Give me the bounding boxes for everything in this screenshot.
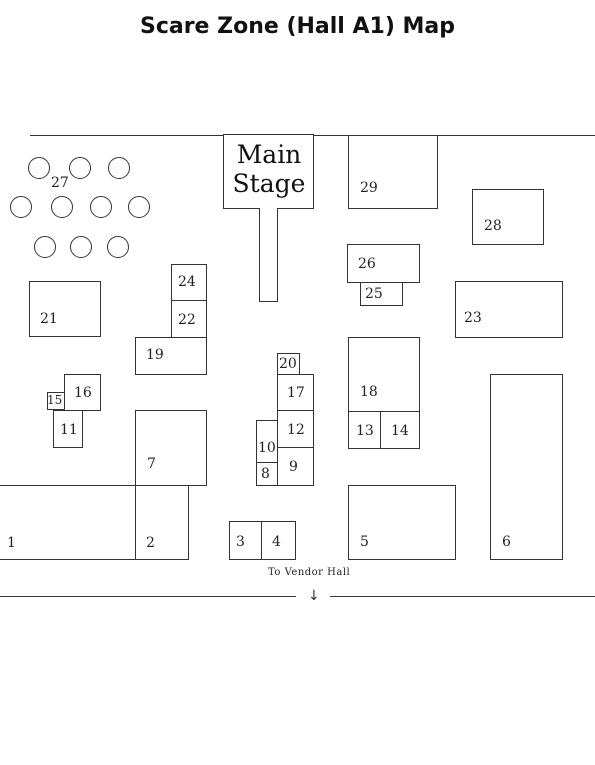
main-stage[interactable] [223,134,314,209]
booth-22-label: 22 [178,312,196,328]
booth-9-label: 9 [289,459,298,475]
table-circle [70,236,92,258]
table-circle [34,236,56,258]
booth-6[interactable] [490,374,563,560]
booth-8[interactable] [256,462,278,486]
booth-15[interactable] [47,392,65,410]
table-circle [107,236,129,258]
booth-14[interactable] [380,411,420,449]
booth-21-label: 21 [40,311,58,327]
booth-7[interactable] [135,410,207,486]
booth-27-label: 27 [51,175,69,191]
booth-13-label: 13 [356,423,374,439]
map-title: Scare Zone (Hall A1) Map [139,14,456,39]
booth-5[interactable] [348,485,456,560]
booth-25[interactable] [360,282,403,306]
booth-26-label: 26 [358,256,376,272]
booth-5-label: 5 [360,534,369,550]
table-circle [51,196,73,218]
arrow-down-icon: ↓ [308,588,320,604]
table-circle [90,196,112,218]
booth-18-label: 18 [360,384,378,400]
booth-25-label: 25 [365,286,383,302]
booth-20-label: 20 [279,356,297,372]
table-circle [28,157,50,179]
booth-24-label: 24 [178,274,196,290]
booth-29[interactable] [348,135,438,209]
main-stage-runway [259,208,278,302]
booth-15-label: 15 [47,393,63,407]
booth-19[interactable] [135,337,207,375]
booth-4-label: 4 [272,534,281,550]
table-circle [69,157,91,179]
table-circle [108,157,130,179]
table-circle [128,196,150,218]
booth-3[interactable] [229,521,262,560]
main-stage-label: Main Stage [232,140,306,198]
booth-22[interactable] [171,300,207,338]
table-circle [10,196,32,218]
booth-1[interactable] [0,485,136,560]
booth-1-label: 1 [7,535,16,551]
bottom-wall-right [330,596,595,597]
booth-11-label: 11 [60,422,78,438]
booth-12-label: 12 [287,422,305,438]
booth-23[interactable] [455,281,563,338]
booth-19-label: 19 [146,347,164,363]
booth-11[interactable] [53,410,83,448]
booth-17-label: 17 [287,385,305,401]
booth-28[interactable] [472,189,544,245]
booth-8-label: 8 [261,466,270,482]
vendor-hall-label[interactable]: To Vendor Hall [268,567,351,578]
booth-10-label: 10 [258,440,276,456]
booth-3-label: 3 [236,534,245,550]
booth-14-label: 14 [391,423,409,439]
booth-7-label: 7 [147,456,156,472]
booth-4[interactable] [261,521,296,560]
booth-21[interactable] [29,281,101,337]
booth-29-label: 29 [360,180,378,196]
booth-16-label: 16 [74,385,92,401]
booth-2[interactable] [135,485,189,560]
bottom-wall-left [0,596,296,597]
booth-9[interactable] [277,447,314,486]
booth-2-label: 2 [146,535,155,551]
booth-18[interactable] [348,337,420,412]
booth-23-label: 23 [464,310,482,326]
booth-6-label: 6 [502,534,511,550]
booth-28-label: 28 [484,218,502,234]
